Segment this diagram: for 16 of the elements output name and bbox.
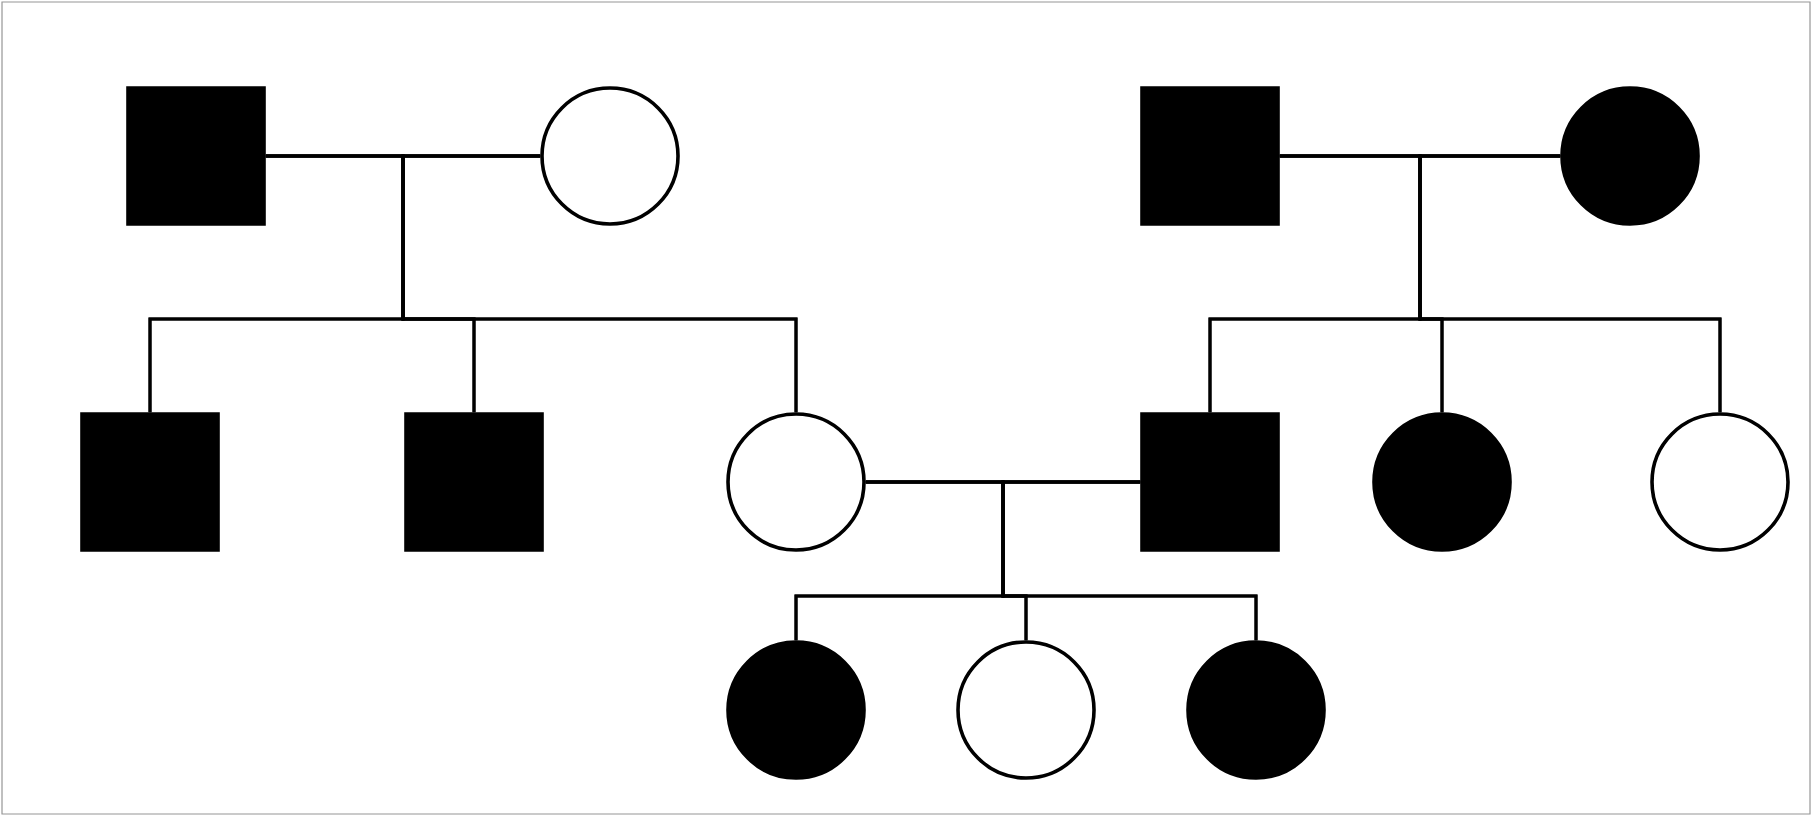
circle-symbol [1372, 412, 1512, 552]
circle-symbol [956, 640, 1096, 780]
square-symbol [126, 86, 266, 226]
circle-symbol [1186, 640, 1326, 780]
square-symbol [404, 412, 544, 552]
circle-symbol [1560, 86, 1700, 226]
square-symbol [80, 412, 220, 552]
circle-symbol [726, 412, 866, 552]
circle-symbol [1650, 412, 1790, 552]
descent-line [1418, 154, 1722, 413]
descent-line [1001, 480, 1258, 641]
descent-line [401, 154, 798, 413]
square-symbol [1140, 86, 1280, 226]
circle-symbol [726, 640, 866, 780]
square-symbol [1140, 412, 1280, 552]
circle-symbol [540, 86, 680, 226]
